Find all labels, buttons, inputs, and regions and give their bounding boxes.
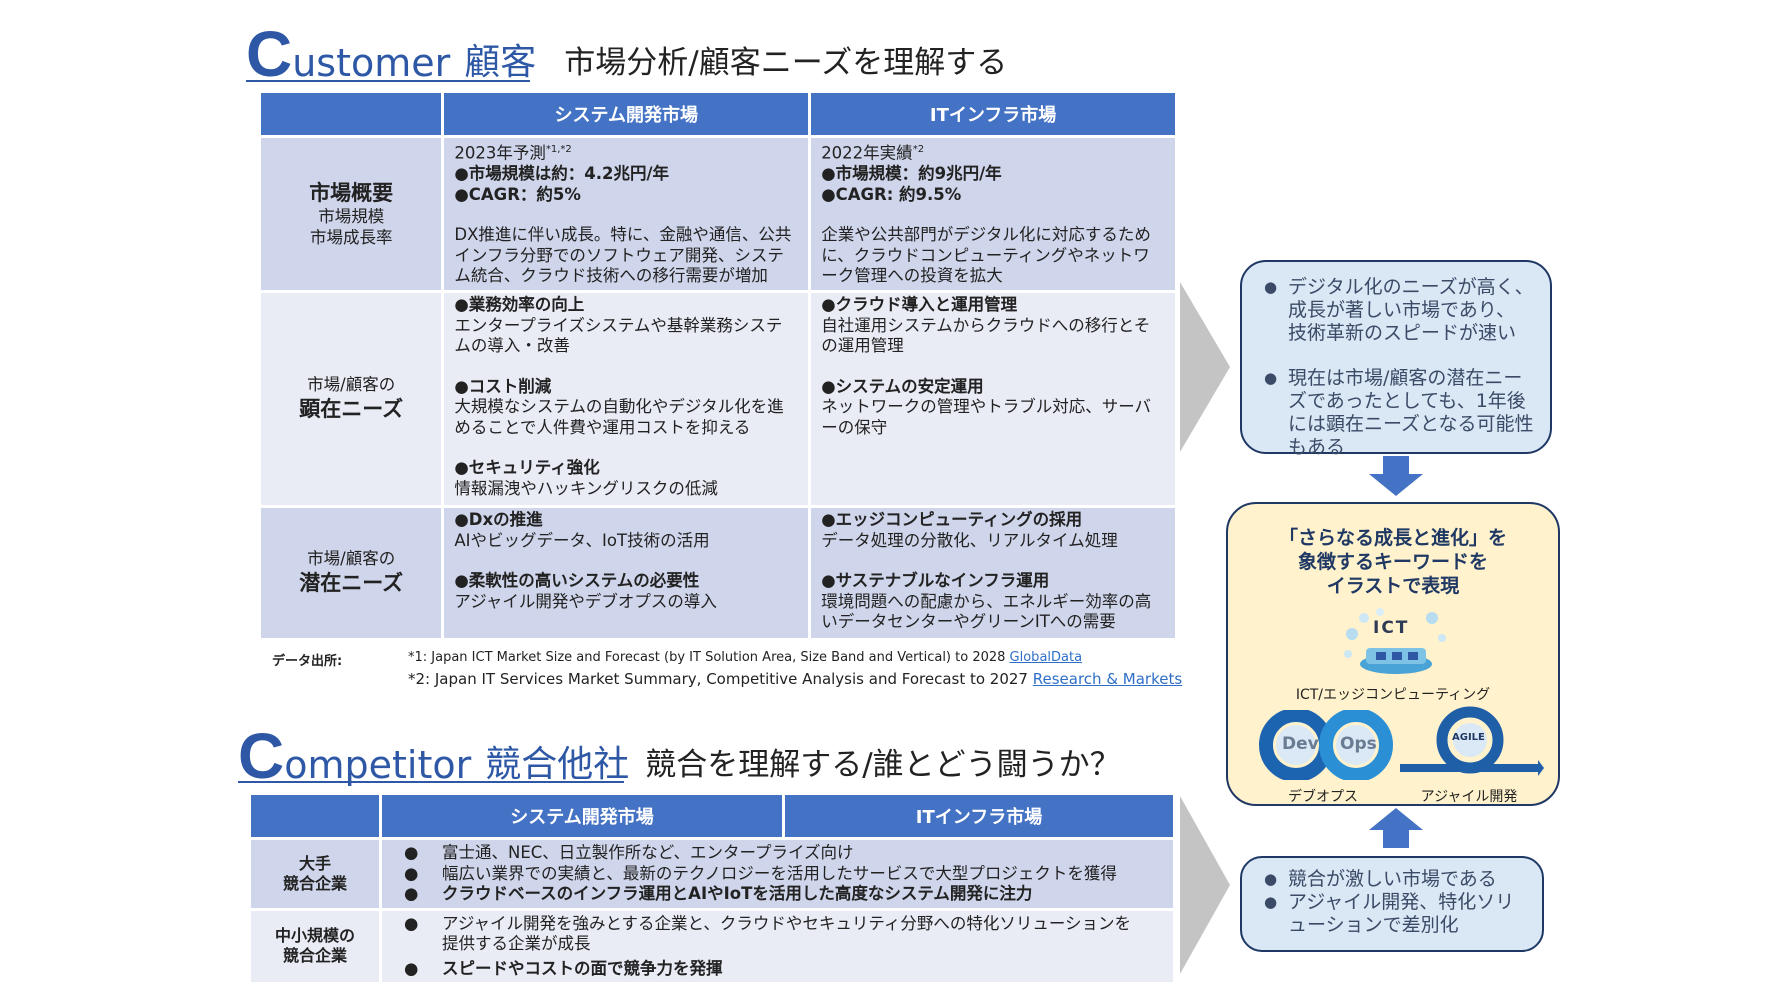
source-2-link[interactable]: Research & Markets: [1032, 670, 1183, 688]
chevron-lower: [1180, 796, 1230, 974]
table-row: 中小規模の 競合企業 ●アジャイル開発を強みとする企業と、クラウドやセキュリティ…: [251, 910, 1173, 982]
agile-illustration: [1400, 706, 1544, 776]
competitor-heading-underline: [238, 781, 624, 783]
table-row: 大手 競合企業 ●富士通、NEC、日立製作所など、エンタープライズ向け ●幅広い…: [251, 840, 1173, 908]
agile-label: AGILE: [1452, 732, 1485, 743]
devops-caption: デブオプス: [1288, 789, 1358, 805]
small-competitors-cell: ●アジャイル開発を強みとする企業と、クラウドやセキュリティ分野への特化ソリューシ…: [382, 910, 1173, 982]
competitor-col-system: システム開発市場: [382, 795, 782, 837]
row-label-explicit-needs: 市場/顧客の 顕在ニーズ: [261, 293, 442, 505]
ict-caption: ICT/エッジコンピューティング: [1295, 687, 1491, 703]
table-row: 市場概要 市場規模 市場成長率 2023年予測*1,*2 ●市場規模は約：4.2…: [261, 138, 1175, 290]
customer-heading-initial: C: [246, 18, 293, 90]
market-insight-callout: ●デジタル化のニーズが高く、成長が著しい市場であり、技術革新のスピードが速い ●…: [1240, 260, 1552, 458]
overview-infra-cell: 2022年実績*2 ●市場規模：約9兆円/年 ●CAGR: 約9.5% 企業や公…: [811, 138, 1175, 290]
customer-table-corner: [261, 93, 442, 135]
competitor-table: システム開発市場 ITインフラ市場 大手 競合企業 ●富士通、NEC、日立製作所…: [248, 792, 1176, 985]
keyword-title-line1: 「さらなる成長と進化」を: [1278, 527, 1507, 549]
row-label-small-competitors: 中小規模の 競合企業: [251, 910, 379, 982]
row-label-overview: 市場概要 市場規模 市場成長率: [261, 138, 442, 290]
overview-system-cell: 2023年予測*1,*2 ●市場規模は約：4.2兆円/年 ●CAGR：約5% D…: [444, 138, 809, 290]
competitor-heading-subtitle: 競合を理解する/誰とどう闘うか？: [645, 747, 1121, 783]
row-label-latent-needs: 市場/顧客の 潜在ニーズ: [261, 508, 442, 638]
competitor-table-corner: [251, 795, 379, 837]
latent-system-cell: ●Dxの推進 AIやビッグデータ、IoT技術の活用 ●柔軟性の高いシステムの必要…: [444, 508, 809, 638]
keyword-title-line2: 象徴するキーワードを: [1297, 551, 1488, 573]
competitor-heading-jp: 競合他社: [485, 744, 630, 785]
customer-heading-subtitle: 市場分析/顧客ニーズを理解する: [564, 45, 1008, 81]
ict-illustration: [1344, 608, 1446, 674]
chevron-upper: [1180, 282, 1230, 452]
row-label-large-competitors: 大手 競合企業: [251, 840, 379, 908]
competitor-col-infra: ITインフラ市場: [785, 795, 1173, 837]
competitor-heading: C ompetitor 競合他社 競合を理解する/誰とどう闘うか？: [238, 720, 1121, 792]
explicit-infra-cell: ●クラウド導入と運用管理 自社運用システムからクラウドへの移行とその運用管理 ●…: [811, 293, 1175, 505]
keyword-title-line3: イラストで表現: [1326, 575, 1460, 597]
customer-col-infra: ITインフラ市場: [811, 93, 1175, 135]
customer-heading-underline: [246, 80, 530, 82]
competitor-heading-rest: ompetitor: [284, 743, 472, 787]
customer-heading-rest: ustomer: [292, 41, 451, 85]
customer-heading-jp: 顧客: [464, 42, 537, 83]
table-row: 市場/顧客の 顕在ニーズ ●業務効率の向上 エンタープライズシステムや基幹業務シ…: [261, 293, 1175, 505]
devops-ops-label: Ops: [1340, 734, 1377, 754]
customer-table: システム開発市場 ITインフラ市場 市場概要 市場規模 市場成長率 2023年予…: [258, 90, 1178, 641]
arrow-up-icon: [1369, 808, 1423, 848]
source-1: *1: Japan ICT Market Size and Forecast (…: [408, 650, 1083, 665]
ict-label: ICT: [1373, 618, 1410, 638]
source-2: *2: Japan IT Services Market Summary, Co…: [408, 670, 1183, 688]
competition-insight-callout: ●競合が激しい市場である ●アジャイル開発、特化ソリューションで差別化: [1240, 856, 1544, 952]
source-1-link[interactable]: GlobalData: [1009, 650, 1083, 665]
keyword-illustration-box: 「さらなる成長と進化」を 象徴するキーワードを イラストで表現 ICT ICT/…: [1226, 502, 1560, 806]
devops-dev-label: Dev: [1282, 734, 1319, 754]
customer-heading: C ustomer 顧客 市場分析/顧客ニーズを理解する: [246, 18, 1008, 90]
table-row: 市場/顧客の 潜在ニーズ ●Dxの推進 AIやビッグデータ、IoT技術の活用 ●…: [261, 508, 1175, 638]
devops-illustration: [1259, 710, 1393, 780]
customer-col-system: システム開発市場: [444, 93, 809, 135]
latent-infra-cell: ●エッジコンピューティングの採用 データ処理の分散化、リアルタイム処理 ●サステ…: [811, 508, 1175, 638]
arrow-down-icon: [1369, 456, 1423, 496]
large-competitors-cell: ●富士通、NEC、日立製作所など、エンタープライズ向け ●幅広い業界での実績と、…: [382, 840, 1173, 908]
competitor-heading-initial: C: [238, 720, 285, 792]
agile-caption: アジャイル開発: [1420, 789, 1518, 805]
explicit-system-cell: ●業務効率の向上 エンタープライズシステムや基幹業務システムの導入・改善 ●コス…: [444, 293, 809, 505]
sources-label: データ出所:: [272, 654, 343, 669]
